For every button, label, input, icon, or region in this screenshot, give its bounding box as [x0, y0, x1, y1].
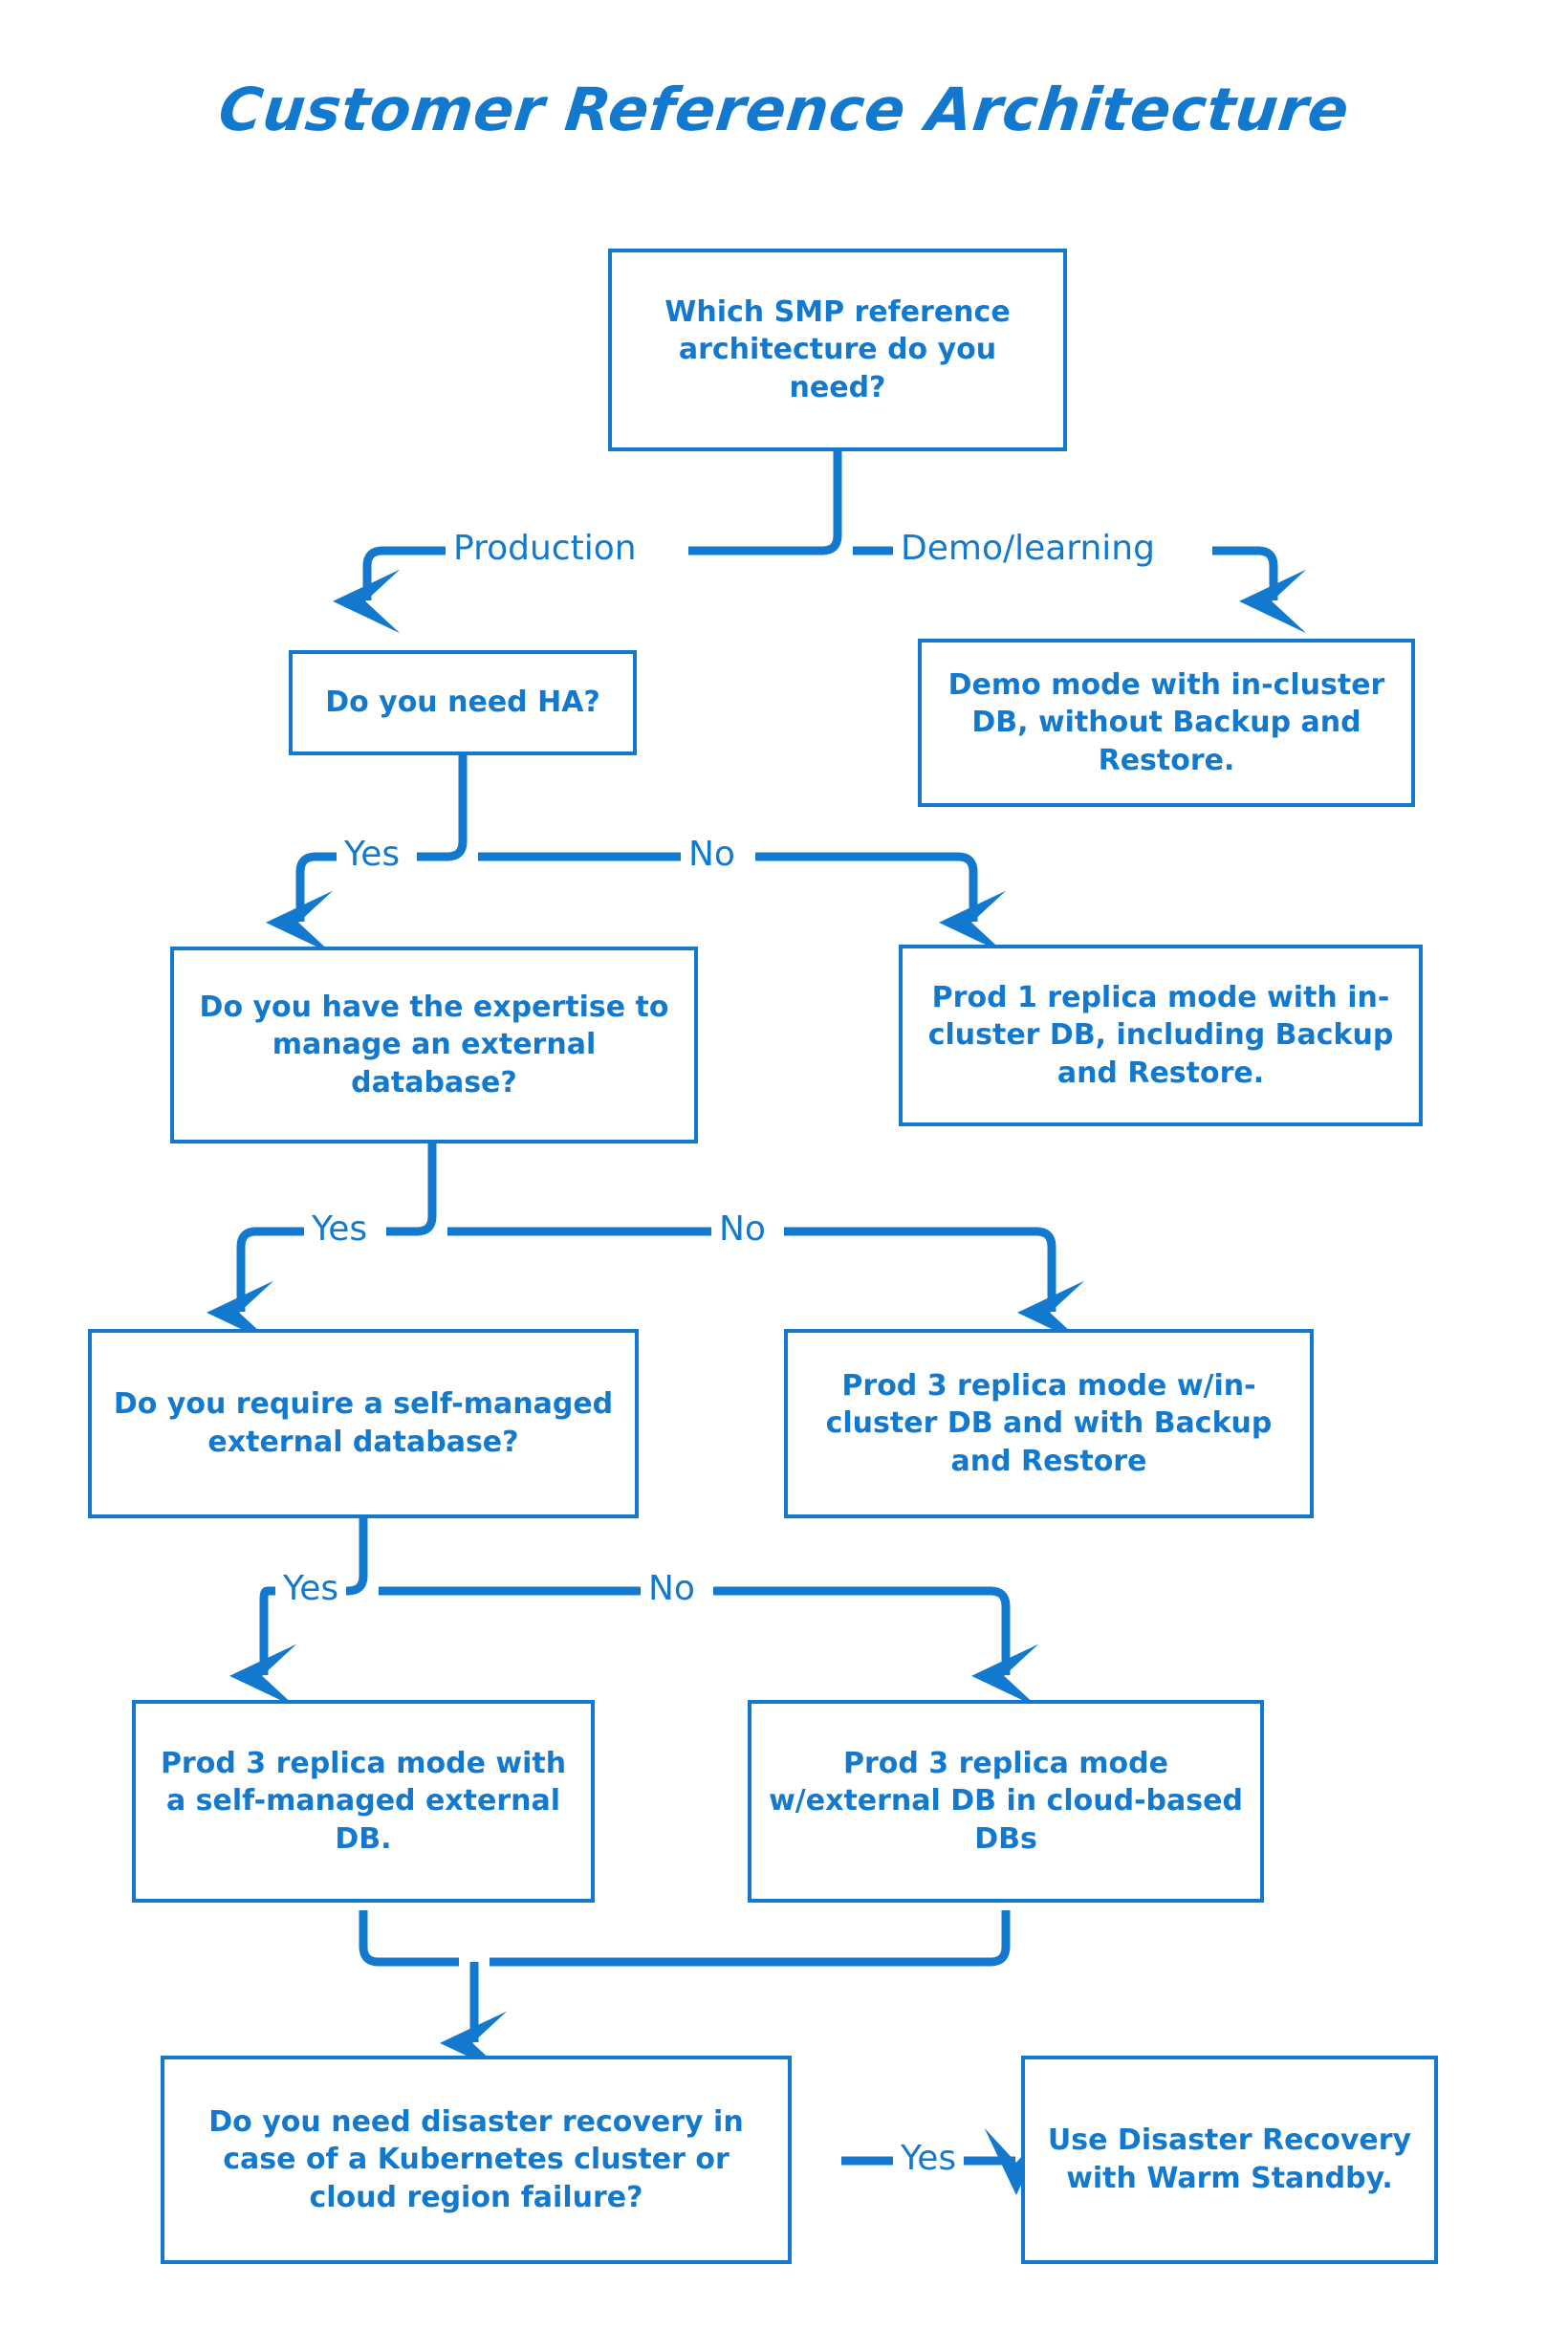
page-title: Customer Reference Architecture [215, 75, 1353, 144]
node-label: Do you need disaster recovery in case of… [208, 2104, 744, 2214]
node-smp-reference-architecture[interactable]: Which SMP reference architecture do you … [608, 249, 1067, 451]
node-prod3-cloud-db[interactable]: Prod 3 replica mode w/external DB in clo… [748, 1700, 1264, 1903]
edge-label-dr-yes: Yes [893, 2142, 965, 2176]
node-label: Prod 3 replica mode w/in-cluster DB and … [825, 1368, 1273, 1478]
node-label: Do you require a self-managed external d… [113, 1387, 614, 1459]
node-label: Use Disaster Recovery with Warm Standby. [1047, 2123, 1412, 2195]
wire-n8-merge [359, 1910, 459, 1967]
wire-n1-bus [688, 449, 842, 555]
wire-self-no-b [713, 1586, 1039, 1709]
node-prod3-self-managed-db[interactable]: Prod 3 replica mode with a self-managed … [132, 1700, 595, 1903]
edge-label-selfmanaged-yes: Yes [275, 1572, 347, 1606]
edge-label-ha-no: No [681, 838, 743, 872]
wire-n9-merge [490, 1910, 1011, 1967]
wire-demo [1212, 546, 1307, 634]
node-label: Prod 1 replica mode with in-cluster DB, … [927, 980, 1394, 1090]
wire-ha-no-b [755, 852, 1007, 955]
node-warm-standby[interactable]: Use Disaster Recovery with Warm Standby. [1021, 2056, 1438, 2264]
node-label: Do you have the expertise to manage an e… [199, 990, 669, 1100]
node-prod1-replica[interactable]: Prod 1 replica mode with in-cluster DB, … [899, 945, 1423, 1126]
node-label: Do you need HA? [325, 686, 600, 720]
wire-production [333, 546, 446, 634]
edge-label-demo-learning: Demo/learning [893, 532, 1163, 566]
node-demo-mode[interactable]: Demo mode with in-cluster DB, without Ba… [918, 639, 1415, 807]
node-need-ha[interactable]: Do you need HA? [289, 650, 637, 755]
edge-label-production: Production [446, 532, 644, 566]
node-disaster-recovery-question[interactable]: Do you need disaster recovery in case of… [161, 2056, 792, 2264]
wire-n4-bus [386, 1143, 437, 1236]
wire-exp-yes [207, 1227, 304, 1345]
node-label: Demo mode with in-cluster DB, without Ba… [947, 667, 1385, 777]
wire-exp-no-b [784, 1227, 1085, 1345]
edge-label-ha-yes: Yes [337, 838, 408, 872]
edge-label-selfmanaged-no: No [641, 1572, 703, 1606]
node-label: Which SMP reference architecture do you … [664, 294, 1011, 404]
edge-label-expertise-yes: Yes [304, 1212, 376, 1247]
node-prod3-incluster[interactable]: Prod 3 replica mode w/in-cluster DB and … [784, 1329, 1314, 1518]
edge-label-expertise-no: No [711, 1212, 773, 1247]
wire-ha-yes [266, 852, 337, 955]
node-self-managed-external-db[interactable]: Do you require a self-managed external d… [88, 1329, 639, 1518]
node-external-db-expertise[interactable]: Do you have the expertise to manage an e… [170, 947, 698, 1143]
wire-self-yes [229, 1586, 297, 1709]
node-label: Prod 3 replica mode w/external DB in clo… [769, 1746, 1243, 1856]
node-label: Prod 3 replica mode with a self-managed … [160, 1746, 567, 1856]
